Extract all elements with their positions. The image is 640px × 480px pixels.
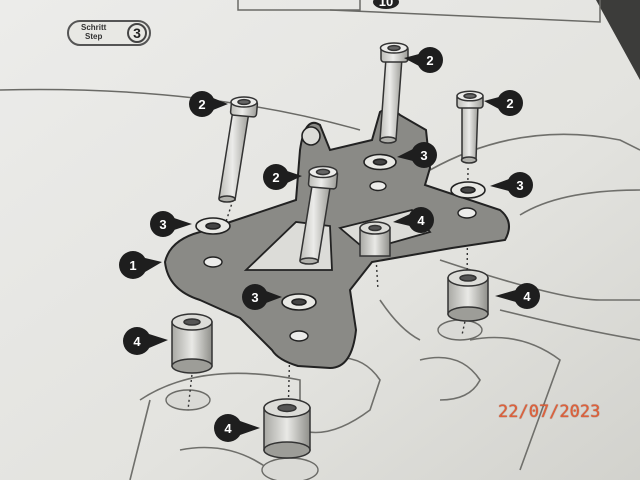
svg-text:4: 4	[523, 289, 531, 304]
spacer-bottom	[263, 398, 311, 459]
callout-part-2-center: 2	[263, 164, 302, 190]
spacer-right	[447, 269, 489, 322]
date-stamp: 22/07/2023	[498, 402, 601, 422]
svg-text:3: 3	[516, 178, 523, 193]
spacer-left	[171, 313, 213, 374]
callout-part-3-left: 3	[150, 211, 192, 237]
bolt-center	[299, 165, 339, 265]
top-label: 10	[379, 0, 393, 9]
svg-text:2: 2	[426, 53, 433, 68]
callout-part-3-center: 3	[242, 284, 282, 310]
callout-part-2-left: 2	[189, 91, 228, 117]
callout-part-3-top: 3	[397, 142, 437, 168]
washer-center-bottom	[281, 293, 317, 311]
svg-text:3: 3	[159, 217, 166, 232]
callout-part-1: 1	[119, 251, 162, 279]
top-label-badge: 10	[373, 0, 399, 9]
washer-left	[195, 217, 231, 235]
svg-text:1: 1	[129, 258, 136, 273]
bolt-left	[218, 96, 259, 203]
svg-text:3: 3	[420, 148, 427, 163]
spacer-center	[359, 221, 391, 257]
washer-top	[363, 153, 397, 171]
svg-text:2: 2	[272, 170, 279, 185]
step-badge: Schritt Step 3	[67, 20, 151, 46]
step-label: Schritt Step	[81, 23, 107, 41]
callout-part-2-right: 2	[484, 90, 523, 116]
bolt-right	[456, 90, 484, 164]
callout-part-4-bottom: 4	[214, 414, 260, 442]
paper-edge-shadow	[596, 0, 640, 80]
svg-text:4: 4	[224, 421, 232, 436]
svg-text:3: 3	[251, 290, 258, 305]
washer-parts	[195, 153, 486, 311]
bolt-parts	[218, 42, 484, 265]
top-frame-lines	[0, 0, 601, 131]
callout-part-4-center: 4	[393, 207, 434, 233]
spacer-parts	[171, 221, 489, 459]
svg-text:2: 2	[506, 96, 513, 111]
svg-text:4: 4	[417, 213, 425, 228]
step-number: 3	[127, 23, 147, 43]
callout-part-4-right: 4	[495, 283, 540, 309]
callout-part-2-top: 2	[404, 47, 443, 73]
svg-text:4: 4	[133, 334, 141, 349]
callout-part-3-right: 3	[490, 172, 533, 198]
bolt-top	[379, 42, 409, 144]
washer-right	[450, 181, 486, 199]
svg-text:2: 2	[198, 97, 205, 112]
callout-markers: 1 2 2 2 2 3 3 3	[119, 47, 540, 442]
callout-part-4-left: 4	[123, 327, 168, 355]
